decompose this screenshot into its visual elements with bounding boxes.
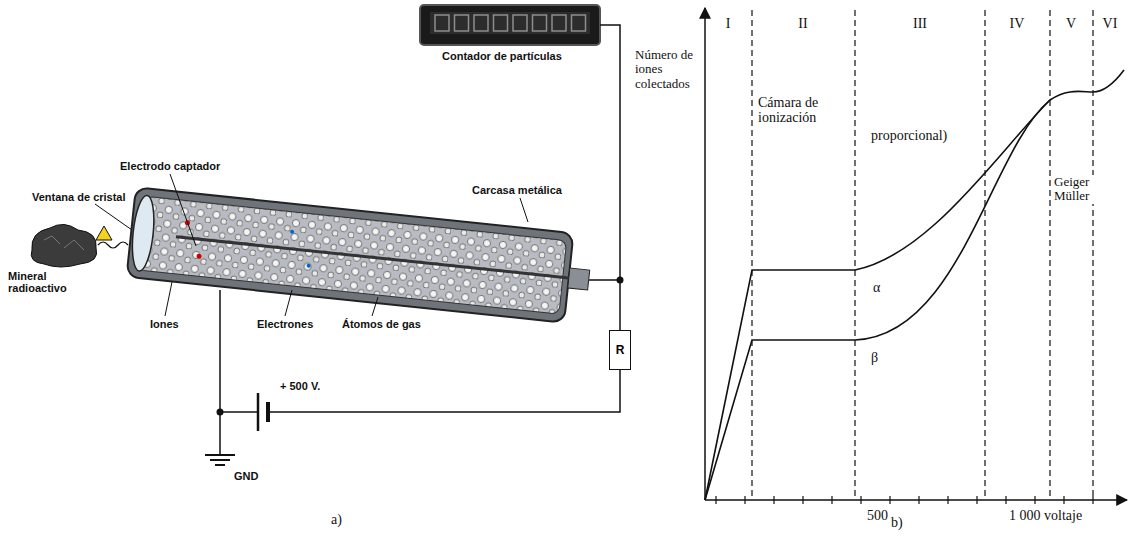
axis-tick (744, 496, 745, 504)
chart (705, 8, 1127, 504)
part-label: Átomos de gas (340, 318, 423, 330)
resistor-symbol: R (609, 330, 631, 370)
display-digit (455, 15, 469, 31)
display-digit (513, 15, 527, 31)
axis-tick (947, 496, 948, 504)
part-label: Electrones (255, 318, 315, 330)
resistor-label: R (616, 343, 625, 357)
part-label: Iones (148, 318, 181, 330)
region-numeral: V (1065, 16, 1077, 31)
display-digit (435, 15, 449, 31)
junction-dot (217, 409, 224, 416)
axis-tick (802, 496, 803, 504)
radioactive-mineral (31, 224, 128, 267)
region-numeral: IV (1009, 16, 1026, 31)
display-digit (474, 15, 488, 31)
junction-dot (617, 277, 624, 284)
axis-value: 500 (866, 508, 889, 523)
axis-tick (1005, 496, 1006, 504)
axis-tick (773, 496, 774, 504)
panel-label: a) (330, 512, 343, 527)
part-label: Electrodo captador (118, 160, 222, 172)
curve-label: α (872, 280, 881, 295)
region-numeral: III (912, 16, 928, 31)
axis-tick (1063, 496, 1064, 504)
axis-tick (889, 496, 890, 504)
axis-tick (976, 496, 977, 504)
part-label: Ventana de cristal (30, 191, 128, 203)
particle-counter (420, 5, 600, 45)
axis-tick (715, 496, 716, 504)
part-label: Contador de partículas (440, 50, 564, 62)
axis-tick (918, 496, 919, 504)
region-name: Cámara de ionización (757, 95, 853, 126)
geiger-tube (127, 187, 594, 325)
display-digit (533, 15, 547, 31)
display-digit (494, 15, 508, 31)
axis-tick (831, 496, 832, 504)
part-label: Mineral radioactivo (6, 270, 80, 294)
curve-label: β (870, 350, 879, 365)
leader-lines (95, 174, 528, 316)
region-numeral: VI (1102, 16, 1119, 31)
axis-value: 1 000 voltaje (1008, 508, 1083, 523)
voltage-label: + 500 V. (278, 380, 322, 392)
region-name: Geiger Müller (1053, 175, 1095, 204)
part-label: Carcasa metálica (470, 184, 564, 196)
axis-title: Número de iones colectados (634, 48, 704, 91)
ground-label: GND (232, 470, 260, 482)
region-name: proporcional) (870, 128, 948, 143)
axis-tick (860, 496, 861, 504)
panel-label: b) (890, 515, 904, 530)
axis-tick (1034, 496, 1035, 504)
region-numeral: II (797, 16, 808, 31)
region-numeral: I (725, 16, 732, 31)
display-digit (552, 15, 566, 31)
display-digit (572, 15, 586, 31)
axis-tick (1092, 496, 1093, 504)
